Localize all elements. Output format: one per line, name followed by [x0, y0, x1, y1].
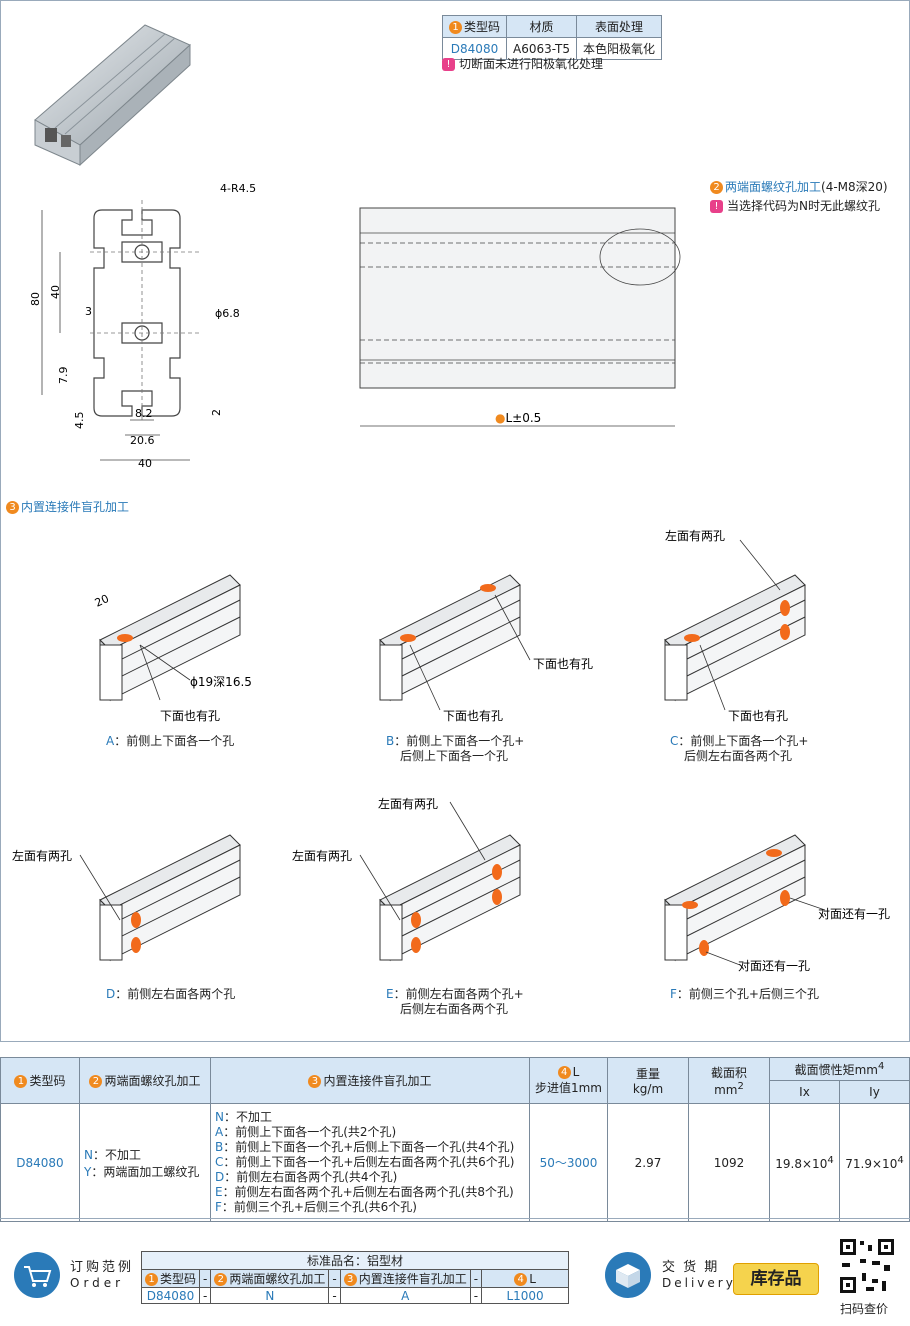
length-label: ●L±0.5 — [495, 411, 541, 425]
delivery-en: Delivery — [662, 1276, 736, 1290]
spec-material-value: A6063-T5 — [506, 37, 577, 60]
dim-20-6: 20.6 — [130, 434, 155, 447]
e-left-label-2: 左面有两孔 — [378, 796, 438, 811]
caption-d: D：前侧左右面各两个孔 — [106, 987, 236, 1001]
order-std-name: 标准品名：铝型材 — [140, 1251, 570, 1270]
dim-radius: 4-R4.5 — [220, 182, 256, 195]
delivery-box-icon — [605, 1252, 651, 1298]
warning-icon: ! — [710, 200, 723, 213]
spec-surface-value: 本色阳极氧化 — [575, 37, 662, 60]
main-iy-value: 71.9×104 — [839, 1103, 910, 1222]
dim-40-horizontal: 40 — [138, 457, 152, 470]
warning-icon: ! — [442, 58, 455, 71]
stock-badge: 库存品 — [733, 1263, 819, 1295]
dim-8-2: 8.2 — [135, 407, 153, 420]
order-v-blind: A — [339, 1287, 471, 1304]
dim-6-8: ϕ6.8 — [215, 307, 240, 320]
main-area-value: 1092 — [688, 1103, 770, 1222]
caption-a: A：前侧上下面各一个孔 — [106, 734, 235, 748]
caption-c: C：前侧上下面各一个孔+后侧左右面各两个孔 — [670, 734, 809, 763]
dim-20-label: 20 — [93, 592, 111, 610]
dim-40-vertical: 40 — [49, 285, 62, 299]
main-weight-value: 2.97 — [607, 1103, 689, 1222]
spec-type-value: D84080 — [441, 37, 508, 60]
dim-19-label: ϕ19深16.5 — [190, 675, 252, 689]
e-left-label: 左面有两孔 — [292, 848, 352, 863]
caption-f: F：前侧三个孔+后侧三个孔 — [670, 987, 819, 1001]
main-header-iy: Iy — [839, 1080, 910, 1104]
f-opposite-label-2: 对面还有一孔 — [738, 959, 810, 973]
main-length-value: 50～3000 — [529, 1103, 608, 1222]
spec-header-material: 材质 — [506, 15, 577, 38]
order-title-en: Order — [70, 1276, 125, 1290]
order-dash: - — [469, 1287, 483, 1304]
delivery-cn: 交 货 期 — [662, 1260, 720, 1275]
main-header-ix: Ix — [769, 1080, 840, 1104]
end-thread-note: !当选择代码为N时无此螺纹孔 — [710, 197, 880, 214]
variant-illustrations: 20 ϕ19深16.5 下面也有孔 下面也有孔 下面也有孔 左面有两孔 下面也有… — [12, 528, 890, 973]
order-v-len: L1000 — [481, 1287, 570, 1304]
profile-3d-image — [34, 24, 191, 167]
b-below-label-2: 下面也有孔 — [443, 709, 503, 723]
main-blind-options: N：不加工 A：前侧上下面各一个孔(共2个孔) B：前侧上下面各一个孔+后侧上下… — [210, 1103, 530, 1222]
cross-section-drawing: 80 40 3 ϕ6.8 4-R4.5 7.9 4.5 8.2 20.6 40 … — [30, 182, 256, 470]
qr-code-icon — [838, 1237, 896, 1295]
main-ix-value: 19.8×104 — [769, 1103, 840, 1222]
order-dash: - — [469, 1269, 483, 1288]
c-below-label: 下面也有孔 — [728, 709, 788, 723]
a-below-label: 下面也有孔 — [160, 709, 220, 723]
qr-caption: 扫码查价 — [840, 1302, 889, 1316]
dim-4-5: 4.5 — [73, 412, 86, 430]
order-title-cn: 订购范例 — [70, 1260, 135, 1275]
b-below-label: 下面也有孔 — [533, 657, 593, 671]
dim-7-9: 7.9 — [57, 367, 70, 385]
order-dash: - — [199, 1287, 212, 1304]
dim-3: 3 — [85, 305, 92, 318]
c-left-label: 左面有两孔 — [665, 528, 725, 543]
spec-header-surface: 表面处理 — [575, 15, 662, 38]
anodize-note: !切断面未进行阳极氧化处理 — [442, 55, 603, 72]
main-type-value: D84080 — [0, 1103, 80, 1222]
order-v-type: D84080 — [140, 1287, 201, 1304]
dim-80: 80 — [30, 292, 42, 306]
f-opposite-label: 对面还有一孔 — [818, 907, 890, 921]
main-thread-options: N：不加工 Y：两端面加工螺纹孔 — [79, 1103, 211, 1222]
order-dash: - — [199, 1269, 212, 1288]
main-header-inertia: 截面惯性矩mm4 — [769, 1057, 910, 1081]
cart-icon — [14, 1252, 60, 1298]
caption-b: B：前侧上下面各一个孔+后侧上下面各一个孔 — [386, 734, 525, 763]
side-view-drawing: ●L±0.5 — [359, 207, 681, 427]
d-left-label: 左面有两孔 — [12, 848, 72, 863]
order-dash: - — [328, 1287, 341, 1304]
order-dash: - — [328, 1269, 341, 1288]
footer — [0, 1218, 910, 1326]
order-v-thread: N — [210, 1287, 330, 1304]
caption-e: E：前侧左右面各两个孔+后侧左右面各两个孔 — [386, 987, 524, 1016]
dim-2: 2 — [210, 409, 223, 416]
